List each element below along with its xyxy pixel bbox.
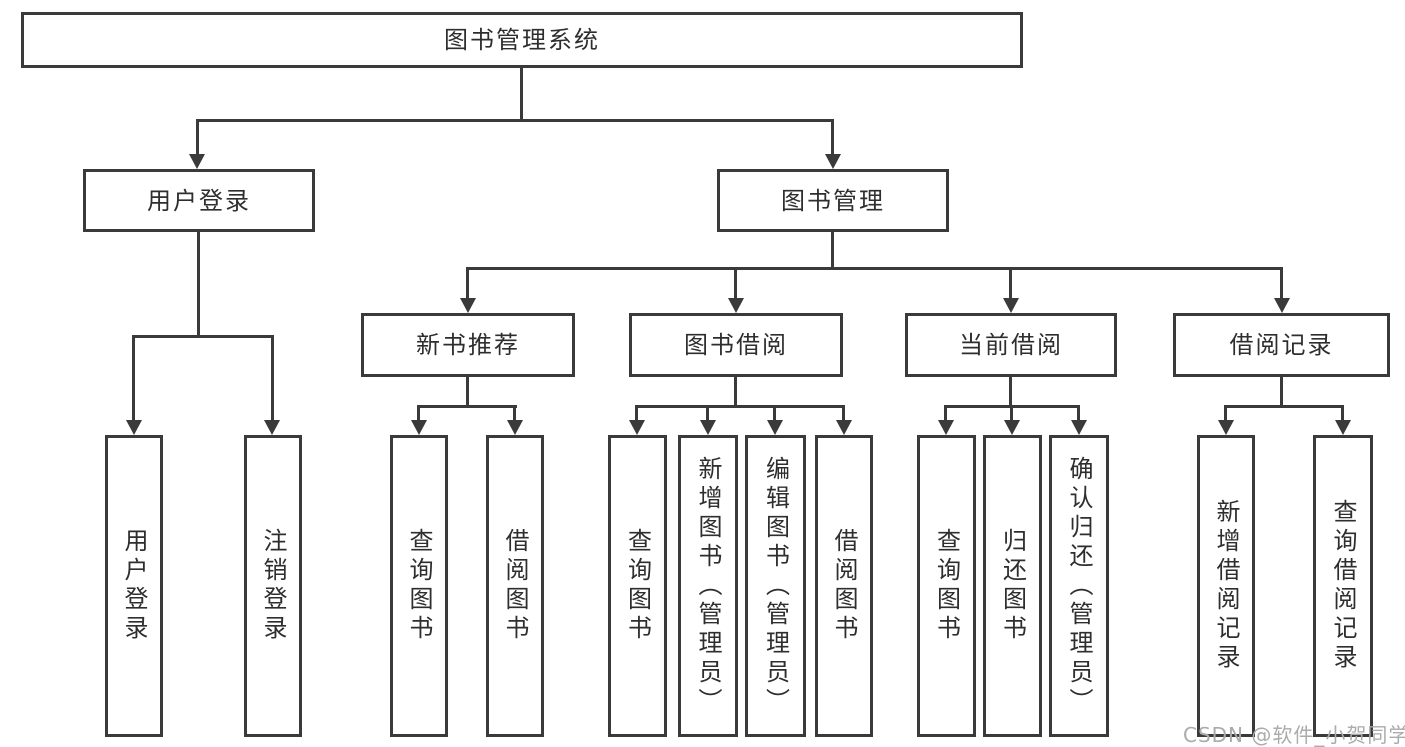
connector-line <box>734 377 737 406</box>
node-new-book-rec: 新书推荐 <box>361 313 575 377</box>
connector-line <box>1224 405 1343 408</box>
connector-line <box>271 335 274 422</box>
node-root: 图书管理系统 <box>21 12 1023 68</box>
leaf-node-add-books-admin: 新增图书（管理员） <box>678 435 738 737</box>
connector-line <box>1009 267 1012 300</box>
connector-line <box>1010 405 1013 422</box>
connector-line <box>773 405 776 422</box>
connector-line <box>132 335 273 338</box>
connector-line <box>196 119 834 122</box>
node-current-borrow: 当前借阅 <box>905 313 1117 377</box>
connector-line <box>513 405 516 422</box>
leaf-node-borrow-books-2: 借阅图书 <box>815 435 873 737</box>
connector-line <box>1280 267 1283 300</box>
node-book-borrow: 图书借阅 <box>629 313 843 377</box>
leaf-node-borrow-books-1: 借阅图书 <box>486 435 544 737</box>
arrow-down-icon <box>629 420 645 435</box>
connector-line <box>466 267 1282 270</box>
connector-line <box>831 119 834 156</box>
arrow-down-icon <box>767 420 783 435</box>
arrow-down-icon <box>460 298 476 313</box>
leaf-node-logout: 注销登录 <box>244 435 302 737</box>
connector-line <box>831 232 834 268</box>
connector-line <box>706 405 709 422</box>
connector-line <box>197 232 200 336</box>
node-user-login: 用户登录 <box>83 169 315 232</box>
connector-line <box>842 405 845 422</box>
connector-line <box>520 66 523 119</box>
arrow-down-icon <box>1003 298 1019 313</box>
connector-line <box>1224 405 1227 422</box>
connector-line <box>635 405 638 422</box>
arrow-down-icon <box>728 298 744 313</box>
arrow-down-icon <box>1004 420 1020 435</box>
connector-line <box>466 267 469 300</box>
connector-line <box>1009 377 1012 406</box>
arrow-down-icon <box>836 420 852 435</box>
node-borrow-records: 借阅记录 <box>1173 313 1390 377</box>
leaf-node-user-login: 用户登录 <box>105 435 163 737</box>
arrow-down-icon <box>700 420 716 435</box>
connector-line <box>417 405 517 408</box>
leaf-node-edit-books-admin: 编辑图书（管理员） <box>745 435 806 737</box>
arrow-down-icon <box>1218 420 1234 435</box>
leaf-node-query-borrow-record: 查询借阅记录 <box>1313 435 1373 737</box>
leaf-node-return-books: 归还图书 <box>983 435 1042 737</box>
connector-line <box>132 335 135 422</box>
connector-line <box>1077 405 1080 422</box>
arrow-down-icon <box>264 420 280 435</box>
connector-line <box>1280 377 1283 406</box>
arrow-down-icon <box>126 420 142 435</box>
leaf-node-confirm-return-admin: 确认归还（管理员） <box>1049 435 1109 737</box>
arrow-down-icon <box>507 420 523 435</box>
connector-line <box>1341 405 1344 422</box>
arrow-down-icon <box>189 154 205 169</box>
watermark: CSDN @软件_小贺同学 <box>1183 723 1405 747</box>
arrow-down-icon <box>938 420 954 435</box>
leaf-node-query-books-2: 查询图书 <box>608 435 667 737</box>
leaf-node-query-books-1: 查询图书 <box>390 435 448 737</box>
arrow-down-icon <box>411 420 427 435</box>
arrow-down-icon <box>825 154 841 169</box>
leaf-node-add-borrow-record: 新增借阅记录 <box>1197 435 1255 737</box>
arrow-down-icon <box>1335 420 1351 435</box>
connector-line <box>417 405 420 422</box>
connector-line <box>466 377 469 406</box>
connector-line <box>734 267 737 300</box>
connector-line <box>196 119 199 156</box>
arrow-down-icon <box>1274 298 1290 313</box>
arrow-down-icon <box>1071 420 1087 435</box>
node-book-mgmt: 图书管理 <box>717 169 949 232</box>
connector-line <box>944 405 947 422</box>
connector-line <box>635 405 844 408</box>
leaf-node-query-books-3: 查询图书 <box>917 435 976 737</box>
